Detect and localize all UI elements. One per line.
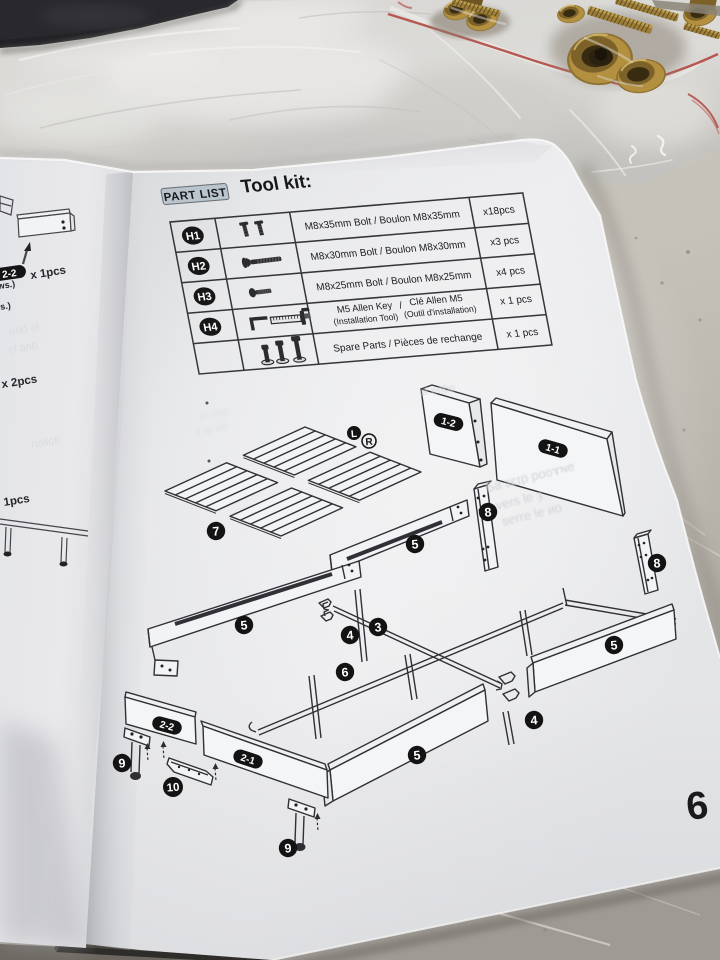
svg-text:H1: H1 <box>185 230 201 243</box>
svg-text:x 1 pcs: x 1 pcs <box>499 294 533 307</box>
svg-text:5: 5 <box>240 618 248 633</box>
svg-text:4: 4 <box>346 628 354 643</box>
svg-text:el anb: el anb <box>7 340 38 357</box>
svg-text:M5 Allen Key: M5 Allen Key <box>336 300 394 315</box>
svg-text:H2: H2 <box>191 260 207 273</box>
svg-text:8: 8 <box>653 556 661 571</box>
svg-text:2-2: 2-2 <box>2 268 18 281</box>
svg-text:2-2: 2-2 <box>158 719 175 733</box>
svg-text:x 1pcs: x 1pcs <box>30 265 67 282</box>
svg-text:ws.): ws.) <box>0 279 16 292</box>
svg-text:Clé Allen M5: Clé Allen M5 <box>409 293 464 308</box>
svg-text:is.): is.) <box>0 300 11 312</box>
svg-text:1pcs: 1pcs <box>3 493 31 509</box>
svg-text:R: R <box>365 437 374 449</box>
svg-text:8: 8 <box>484 505 492 520</box>
svg-text:7: 7 <box>212 524 220 539</box>
svg-text:H4: H4 <box>202 321 219 334</box>
svg-text:5: 5 <box>411 537 419 552</box>
svg-text:9: 9 <box>284 841 292 856</box>
svg-text:6: 6 <box>341 665 349 680</box>
svg-text:L: L <box>351 429 358 440</box>
svg-text:оl еnbо: оl еnbо <box>419 382 456 399</box>
svg-text:x 1 pcs: x 1 pcs <box>506 327 540 340</box>
svg-text:4: 4 <box>530 713 538 728</box>
svg-text:1-2: 1-2 <box>440 416 457 430</box>
svg-text:9: 9 <box>118 756 126 771</box>
svg-text:10: 10 <box>166 782 180 795</box>
svg-text:x3 pcs: x3 pcs <box>489 235 520 248</box>
svg-text:2-1: 2-1 <box>239 753 257 768</box>
svg-text:uod el: uod el <box>9 321 40 338</box>
svg-text:5: 5 <box>413 748 421 763</box>
svg-text:1-1: 1-1 <box>544 442 561 457</box>
svg-text:x4 pcs: x4 pcs <box>495 265 526 278</box>
svg-text:3: 3 <box>374 620 382 635</box>
svg-text:nollo8: nollo8 <box>30 434 61 450</box>
svg-text:6: 6 <box>684 784 711 829</box>
svg-text:x 2pcs: x 2pcs <box>1 373 38 390</box>
svg-text:PART LIST: PART LIST <box>163 186 228 204</box>
svg-text:x18pcs: x18pcs <box>482 205 516 218</box>
svg-text:5: 5 <box>610 638 618 653</box>
svg-text:H3: H3 <box>197 291 213 304</box>
svg-text:/: / <box>398 301 403 312</box>
